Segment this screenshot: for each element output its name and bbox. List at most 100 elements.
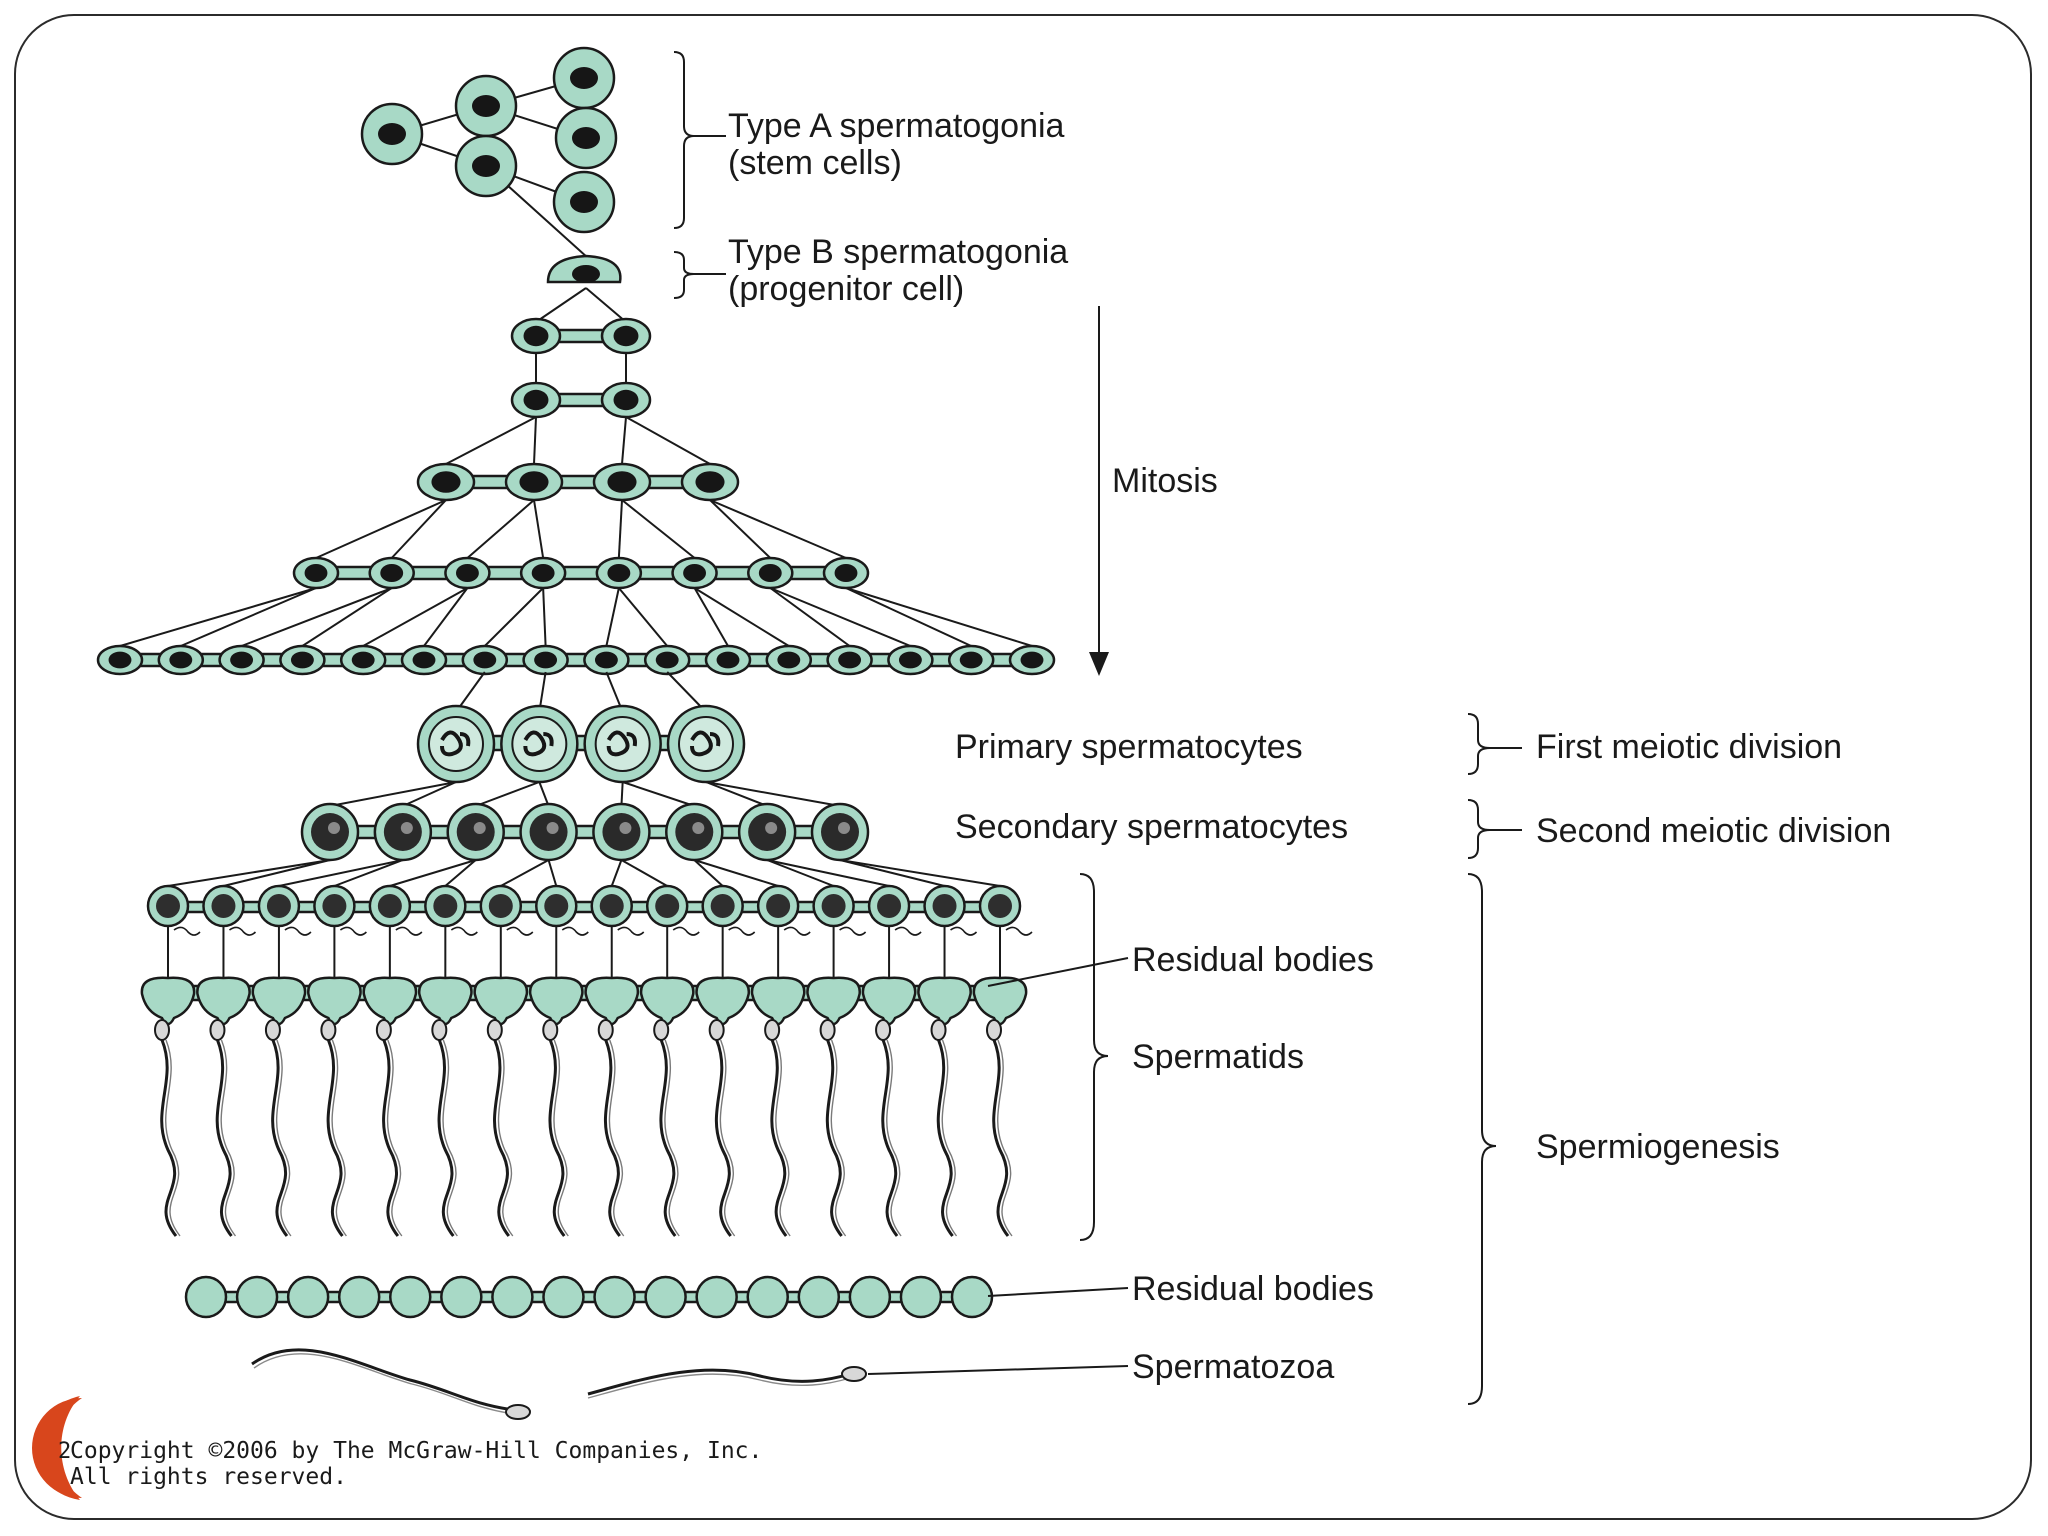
connector-line [466,499,535,559]
forming-flagellum [950,926,978,936]
spermatid-tail-edge [775,1039,791,1237]
residual-body [528,976,584,1026]
connector-line [315,499,447,559]
residual-body [418,976,473,1026]
residual-body [251,976,307,1026]
connector-line [705,781,768,807]
residual-body-detached [389,1275,432,1319]
residual-body-detached [542,1275,585,1319]
spermatid-tail-edge [553,1039,569,1237]
connector-line [223,859,331,887]
spermatid-nucleus [156,894,180,918]
forming-flagellum [561,926,589,936]
cell-nucleus [834,564,858,582]
connector-line [620,859,668,887]
residual-body [362,976,418,1026]
connector-line [839,859,1001,887]
spermatid-nucleus [766,894,791,918]
spermatid-tail-edge [386,1039,403,1237]
connector-line [402,781,457,807]
spermatid-tail [437,1039,455,1237]
forming-flagellum [450,926,478,936]
spermatid-nucleus [322,894,347,918]
spermatid-tail [603,1039,621,1237]
spermatozoon-head [505,1404,531,1420]
connector-line [617,499,623,559]
spermatid-tail-edge [830,1039,847,1237]
spermatid-tail-edge [997,1039,1013,1237]
connector-line [845,587,1033,647]
cell-nucleus [531,564,555,582]
cell-nucleus [472,95,500,117]
forming-flagellum [839,926,867,936]
cell-nucleus [959,651,983,669]
residual-body-detached [848,1275,892,1319]
cell-nucleus [351,651,375,669]
spermatid-head [597,1019,614,1041]
residual-body [972,976,1028,1026]
spermatid-tail-edge [220,1039,237,1237]
residual-body [307,976,362,1026]
connector-line [533,499,545,559]
residual-body [140,976,196,1026]
connector-line [278,859,404,887]
cell-nucleus [594,651,618,669]
forming-flagellum [894,926,922,936]
connector-line [500,859,550,887]
spermatid-tail-edge [165,1039,181,1237]
connector-line [610,859,623,887]
spermatid-head [542,1019,559,1041]
connector-line [693,587,729,647]
cell-nucleus [777,651,801,669]
cell-nucleus [898,651,922,669]
nucleus-highlight [692,822,705,834]
cell-nucleus [378,123,406,145]
label-spermatids: Spermatids [1132,1038,1304,1076]
connector-line [694,587,790,647]
cell-nucleus [380,564,404,582]
spermatid-tail [326,1039,344,1237]
spermatid-nucleus [433,894,458,918]
bracket-spermiogenesis [1467,873,1497,1405]
chromatin-nucleus [511,716,568,772]
label-residual-bodies-1: Residual bodies [1132,941,1374,979]
spermatid-tail [215,1039,233,1237]
label-secondary-spermatocytes: Secondary spermatocytes [955,808,1348,846]
forming-flagellum [783,926,811,936]
spermatid-nucleus [488,894,513,918]
spermatid-tail [770,1039,788,1237]
spermatid-head [764,1019,781,1041]
bracket-spermatids [1079,873,1109,1241]
residual-body [806,976,861,1026]
forming-flagellum [228,926,257,936]
residual-body-detached [235,1275,279,1319]
cell-nucleus [655,651,679,669]
spermatid-tail-edge [719,1039,736,1237]
connector-line [542,587,547,647]
forming-flagellum [728,926,756,936]
residual-body-detached [286,1275,330,1319]
spermatid-tail [271,1039,289,1237]
forming-flagellum [617,926,645,936]
cell-nucleus [716,651,740,669]
spermatid-head [819,1019,836,1041]
spermatid-nucleus [932,894,957,918]
cell-nucleus [683,564,707,582]
bracket-second-meiotic [1467,799,1491,859]
spermatid-tail [992,1039,1010,1237]
residual-body-detached [644,1275,687,1319]
copyright-line-1: Copyright ©2006 by The McGraw-Hill Compa… [70,1438,762,1464]
connector-line [622,781,695,807]
nucleus-highlight [838,822,850,834]
spermatid-tail [881,1039,899,1237]
residual-body [639,976,695,1026]
spermatid-head [154,1019,170,1041]
spermatozoon-tail [587,1368,851,1396]
label-residual-bodies-2: Residual bodies [1132,1270,1374,1308]
spermatid-tail-edge [886,1039,902,1237]
spermatid-tail-edge [331,1039,347,1237]
connector-line [845,587,972,647]
connector-line [585,287,627,323]
connector-line [766,859,834,887]
